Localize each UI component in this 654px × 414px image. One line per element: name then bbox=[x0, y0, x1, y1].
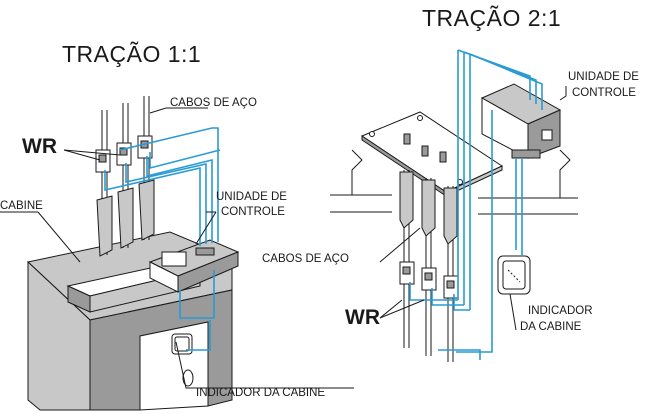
cabin-indicator-left bbox=[171, 333, 193, 355]
left-control-unit-line1: UNIDADE DE bbox=[216, 191, 287, 203]
right-cables-label: CABOS DE AÇO bbox=[262, 253, 349, 265]
wiring-left bbox=[104, 127, 221, 351]
wiring-right bbox=[409, 49, 543, 360]
left-cabin-indicator-label: INDICADOR DA CABINE bbox=[196, 387, 325, 399]
cabin-label: CABINE bbox=[0, 200, 43, 212]
steel-cables-left bbox=[96, 96, 155, 257]
left-wr-label: WR bbox=[22, 135, 57, 158]
control-unit-right bbox=[480, 83, 562, 159]
left-control-unit-line2: CONTROLE bbox=[221, 206, 285, 218]
steel-cables-right bbox=[399, 170, 458, 362]
left-cables-label: CABOS DE AÇO bbox=[170, 97, 257, 109]
right-indicator-line1: INDICADOR bbox=[528, 305, 593, 317]
left-diagram: TRAÇÃO 1:1 CABOS DE AÇO WR CABINE UNIDAD… bbox=[0, 41, 354, 411]
leader-lines-right bbox=[379, 86, 567, 331]
right-wr-label: WR bbox=[345, 306, 380, 329]
right-diagram: TRAÇÃO 2:1 UNIDADE DE CONTROLE CABOS DE … bbox=[262, 5, 639, 362]
right-control-unit-line1: UNIDADE DE bbox=[568, 71, 639, 83]
control-unit-left bbox=[148, 239, 240, 293]
leader-lines-left bbox=[0, 107, 354, 389]
wr-sensors-right bbox=[399, 261, 459, 299]
right-title: TRAÇÃO 2:1 bbox=[422, 5, 561, 31]
left-title: TRAÇÃO 1:1 bbox=[62, 41, 201, 67]
right-control-unit-line2: CONTROLE bbox=[572, 87, 636, 99]
cabin-indicator-right bbox=[497, 255, 531, 295]
right-indicator-line2: DA CABINE bbox=[520, 321, 582, 333]
floor-slab bbox=[330, 149, 578, 215]
